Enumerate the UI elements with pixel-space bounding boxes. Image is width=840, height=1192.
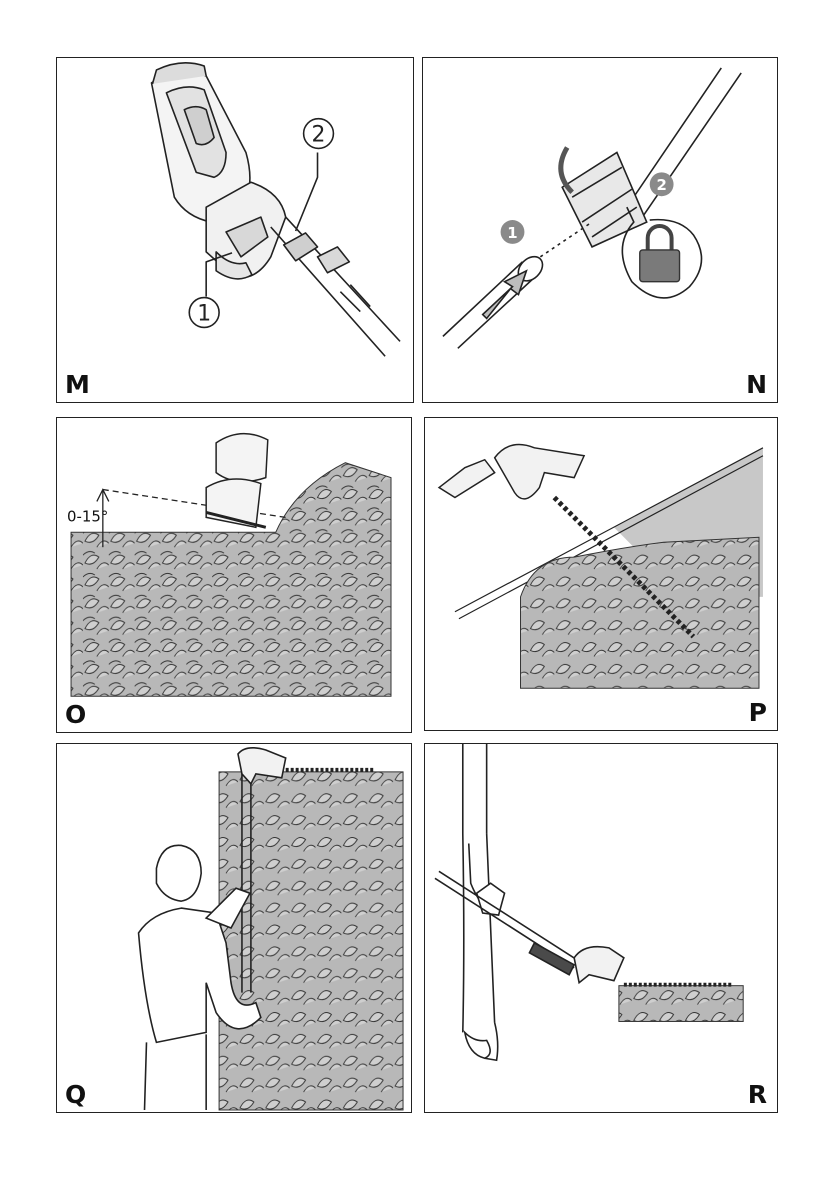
panel-label-o: O: [65, 702, 86, 727]
hedge-low-cut-illustration: [425, 744, 777, 1112]
shaft-coupling-illustration: 1 2: [423, 58, 777, 402]
callout-1-icon: 1: [189, 298, 219, 328]
callout-1-label: 1: [197, 301, 211, 326]
callout-2-label: 2: [312, 123, 326, 148]
operator-figure: [463, 744, 505, 1060]
step-1-label: 1: [507, 224, 517, 242]
panel-label-p: P: [749, 700, 767, 725]
angle-label: 0-15°: [67, 507, 108, 525]
panel-q: Q: [56, 743, 412, 1113]
panel-label-n: N: [746, 372, 767, 397]
step-2-badge: 2: [650, 172, 674, 196]
hedge-shape: [219, 772, 403, 1110]
panel-n: 1 2 N: [422, 57, 778, 403]
padlock-icon: [640, 226, 680, 282]
trimmer-head-icon: [206, 434, 268, 528]
panel-o: 0-15° O: [56, 417, 412, 733]
panel-m: 2 1 M: [56, 57, 414, 403]
hedge-top-cut-illustration: [57, 744, 411, 1112]
hedge-shape: [619, 986, 743, 1022]
panel-p: P: [424, 417, 778, 731]
step-2-label: 2: [656, 176, 666, 194]
hedge-side-cut-illustration: [425, 418, 777, 730]
hedge-shape: [521, 537, 759, 688]
panel-label-m: M: [65, 372, 90, 397]
callout-2-icon: 2: [304, 119, 334, 149]
panel-label-q: Q: [65, 1082, 86, 1107]
panel-label-r: R: [748, 1082, 767, 1107]
trimmer-handle-illustration: 2 1: [57, 58, 413, 402]
hedge-angle-illustration: 0-15°: [57, 418, 411, 732]
panel-r: R: [424, 743, 778, 1113]
step-1-badge: 1: [501, 220, 525, 244]
